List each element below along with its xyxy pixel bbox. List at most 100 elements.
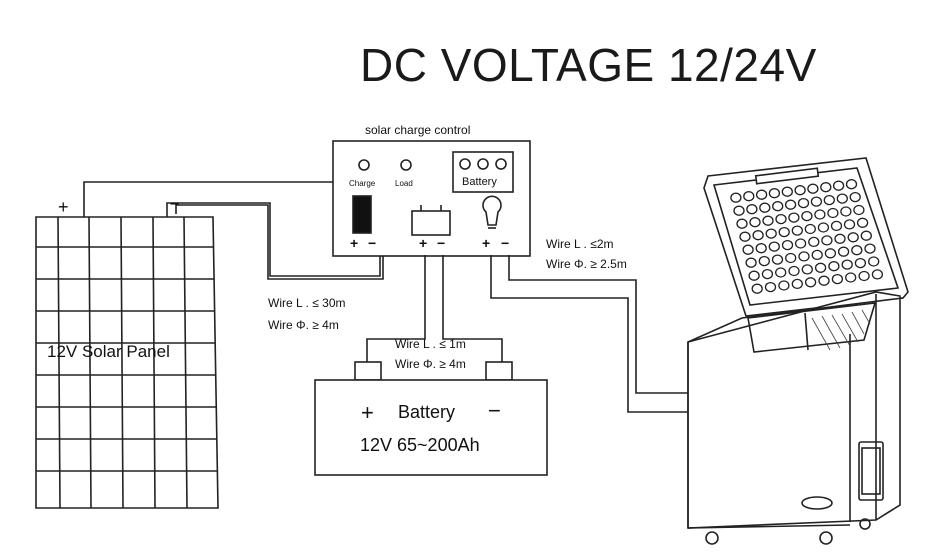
battery-plus: + bbox=[361, 400, 374, 425]
lid-hole bbox=[858, 270, 870, 282]
lid-hole bbox=[837, 246, 850, 257]
lid-hole bbox=[853, 204, 865, 216]
solar-panel-label: 12V Solar Panel bbox=[47, 342, 170, 361]
lid-hole bbox=[788, 212, 800, 223]
battery bbox=[314, 361, 548, 476]
lid-hole bbox=[778, 280, 790, 291]
lid-hole bbox=[745, 257, 757, 268]
lid-hole bbox=[811, 249, 823, 261]
lid-hole bbox=[768, 241, 780, 252]
lid-hole bbox=[784, 199, 797, 210]
lid-hole bbox=[751, 283, 763, 294]
wire-spec-battery-gauge: Wire Φ. ≥ 4m bbox=[395, 357, 466, 371]
lid-hole bbox=[824, 248, 837, 259]
lid-hole bbox=[765, 228, 777, 239]
lid-hole bbox=[794, 185, 806, 196]
lid-hole bbox=[836, 193, 848, 204]
lid-hole bbox=[810, 196, 823, 207]
lid-hole bbox=[832, 180, 845, 191]
lid-hole bbox=[871, 269, 884, 280]
lid-hole bbox=[781, 239, 794, 251]
lid-hole bbox=[736, 218, 748, 229]
lid-hole bbox=[821, 235, 833, 246]
lid-hole bbox=[856, 217, 869, 228]
lid-hole bbox=[733, 205, 745, 216]
lid-hole bbox=[860, 230, 872, 241]
lid-hole bbox=[749, 217, 761, 228]
lid-hole bbox=[781, 186, 793, 197]
freezer-compartment-shading bbox=[811, 309, 871, 351]
lid-hole bbox=[755, 189, 768, 200]
lid-hole bbox=[775, 267, 787, 278]
lid-hole bbox=[746, 204, 758, 215]
lid-hole bbox=[771, 254, 784, 265]
lid-hole bbox=[851, 245, 863, 256]
lid-hole bbox=[827, 207, 839, 219]
charge-indicator-label: Charge bbox=[349, 179, 376, 188]
battery-title: Battery bbox=[398, 402, 456, 422]
lid-hole bbox=[840, 206, 852, 217]
lid-hole bbox=[868, 256, 880, 267]
chest-freezer bbox=[687, 157, 909, 545]
lid-hole bbox=[814, 209, 826, 220]
lid-hole bbox=[791, 278, 803, 290]
lid-hole bbox=[820, 182, 832, 193]
lid-hole bbox=[798, 251, 810, 262]
battery-terminal-label: Battery bbox=[462, 176, 497, 188]
lid-hole bbox=[791, 225, 803, 236]
load-output-minus: − bbox=[501, 235, 510, 251]
lid-hole bbox=[849, 191, 861, 203]
wire-spec-panel-gauge: Wire Φ. ≥ 4m bbox=[268, 318, 339, 332]
lid-hole bbox=[748, 270, 760, 281]
charge-controller bbox=[332, 140, 531, 257]
lid-hole bbox=[730, 192, 742, 203]
lid-hole bbox=[845, 272, 857, 283]
lid-hole bbox=[843, 219, 856, 230]
lid-hole bbox=[764, 281, 777, 293]
lid-hole bbox=[761, 268, 774, 280]
lid-hole bbox=[772, 201, 784, 212]
wire-spec-load-gauge: Wire Φ. ≥ 2.5m bbox=[546, 257, 627, 271]
controller-label: solar charge control bbox=[365, 123, 471, 137]
page-title: DC VOLTAGE 12/24V bbox=[360, 39, 817, 91]
lid-hole bbox=[801, 210, 813, 222]
panel-plus-terminal: + bbox=[58, 197, 69, 217]
load-indicator-label: Load bbox=[395, 179, 413, 188]
lid-hole bbox=[807, 183, 819, 194]
lid-hole bbox=[739, 231, 751, 242]
panel-minus-terminal: − bbox=[170, 196, 180, 213]
battery-minus: − bbox=[488, 398, 501, 423]
lid-hole bbox=[845, 179, 858, 190]
lid-hole bbox=[794, 238, 807, 249]
lid-hole bbox=[801, 264, 813, 275]
lid-hole bbox=[758, 255, 770, 267]
lid-hole bbox=[785, 252, 797, 264]
lid-hole bbox=[808, 236, 820, 248]
lid-hole bbox=[818, 275, 830, 286]
wire-spec-panel-length: Wire L . ≤ 30m bbox=[268, 296, 346, 310]
wire-spec-battery-length: Wire L . ≤ 1m bbox=[395, 337, 466, 351]
wire-spec-load-length: Wire L . ≤2m bbox=[546, 237, 614, 251]
solar-input-minus: − bbox=[368, 235, 377, 251]
lid-hole bbox=[778, 226, 790, 238]
lid-hole bbox=[854, 257, 867, 269]
lid-hole bbox=[831, 273, 844, 285]
lid-hole bbox=[752, 230, 764, 241]
lid-hole bbox=[768, 188, 781, 199]
lid-hole bbox=[788, 265, 800, 277]
load-output-plus: + bbox=[482, 235, 491, 251]
solar-input-plus: + bbox=[350, 235, 359, 251]
lid-hole bbox=[834, 233, 846, 244]
lid-hole bbox=[762, 215, 774, 226]
lid-hole bbox=[864, 243, 876, 254]
lid-hole bbox=[804, 223, 816, 235]
lid-hole bbox=[814, 262, 827, 273]
battery-spec: 12V 65~200Ah bbox=[360, 435, 480, 455]
battery-output-minus: − bbox=[437, 235, 446, 251]
lid-hole bbox=[828, 261, 840, 272]
lid-hole bbox=[742, 244, 754, 255]
lid-hole bbox=[743, 191, 755, 202]
lid-hole bbox=[804, 277, 817, 288]
